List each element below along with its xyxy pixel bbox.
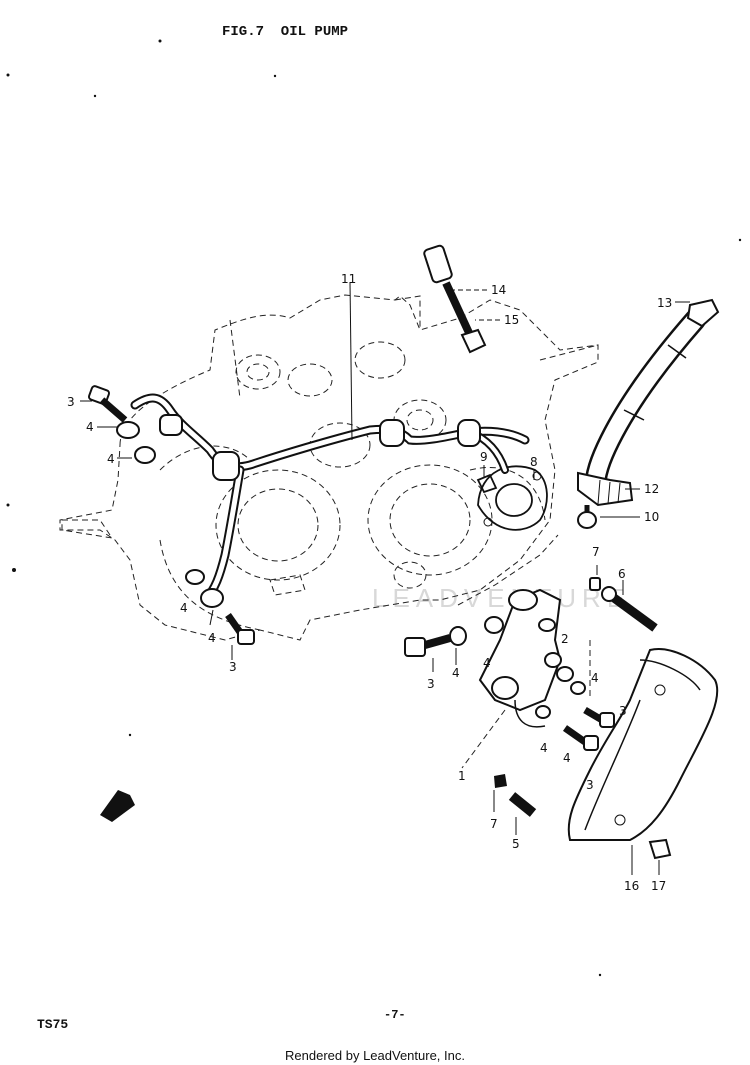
- callout-3: 3: [67, 395, 75, 409]
- callout-7: 7: [490, 817, 498, 831]
- bolt-and-washers-left: [87, 385, 255, 645]
- callout-4: 4: [483, 656, 491, 670]
- callout-14: 14: [491, 283, 506, 297]
- figure-title: FIG.7 OIL PUMP: [222, 24, 348, 40]
- callout-3: 3: [619, 704, 627, 718]
- callout-3: 3: [427, 677, 435, 691]
- callout-4: 4: [107, 452, 115, 466]
- callout-7: 7: [592, 545, 600, 559]
- scan-specks: [6, 39, 742, 977]
- model-code: TS75: [37, 1017, 68, 1032]
- callout-17: 17: [651, 879, 666, 893]
- callout-4: 4: [452, 666, 460, 680]
- callout-numbers: 1 2 3 3 3 3 3 4 4 4 4 4 4 4 4 4 5 6 7 7 …: [67, 272, 672, 893]
- callout-6: 6: [618, 567, 626, 581]
- callout-3: 3: [586, 778, 594, 792]
- callout-12: 12: [644, 482, 659, 496]
- bolts-5-6-7: [494, 577, 658, 817]
- watermark: LEADVENTURE: [372, 583, 630, 613]
- page-number: -7-: [384, 1008, 406, 1022]
- callout-4: 4: [563, 751, 571, 765]
- callout-3: 3: [229, 660, 237, 674]
- rendered-by-footer: Rendered by LeadVenture, Inc.: [285, 1048, 465, 1063]
- callout-4: 4: [208, 631, 216, 645]
- callout-11: 11: [341, 272, 356, 286]
- callout-2: 2: [561, 632, 569, 646]
- front-direction-arrow: [100, 790, 135, 822]
- callout-4: 4: [591, 671, 599, 685]
- callout-15: 15: [504, 313, 519, 327]
- oil-hose-10-12-13: [577, 298, 720, 529]
- callout-1: 1: [458, 769, 466, 783]
- pump-fasteners: [404, 626, 615, 751]
- callout-leaders: [80, 289, 690, 875]
- oil-pump-body: [457, 534, 562, 769]
- callout-9: 9: [480, 450, 488, 464]
- callout-5: 5: [512, 837, 520, 851]
- pump-cover-16: [567, 648, 719, 860]
- callout-8: 8: [530, 455, 538, 469]
- callout-4: 4: [86, 420, 94, 434]
- callout-4: 4: [540, 741, 548, 755]
- cable-adjuster-14-15: [423, 244, 487, 354]
- callout-13: 13: [657, 296, 672, 310]
- callout-10: 10: [644, 510, 659, 524]
- callout-16: 16: [624, 879, 639, 893]
- callout-4: 4: [180, 601, 188, 615]
